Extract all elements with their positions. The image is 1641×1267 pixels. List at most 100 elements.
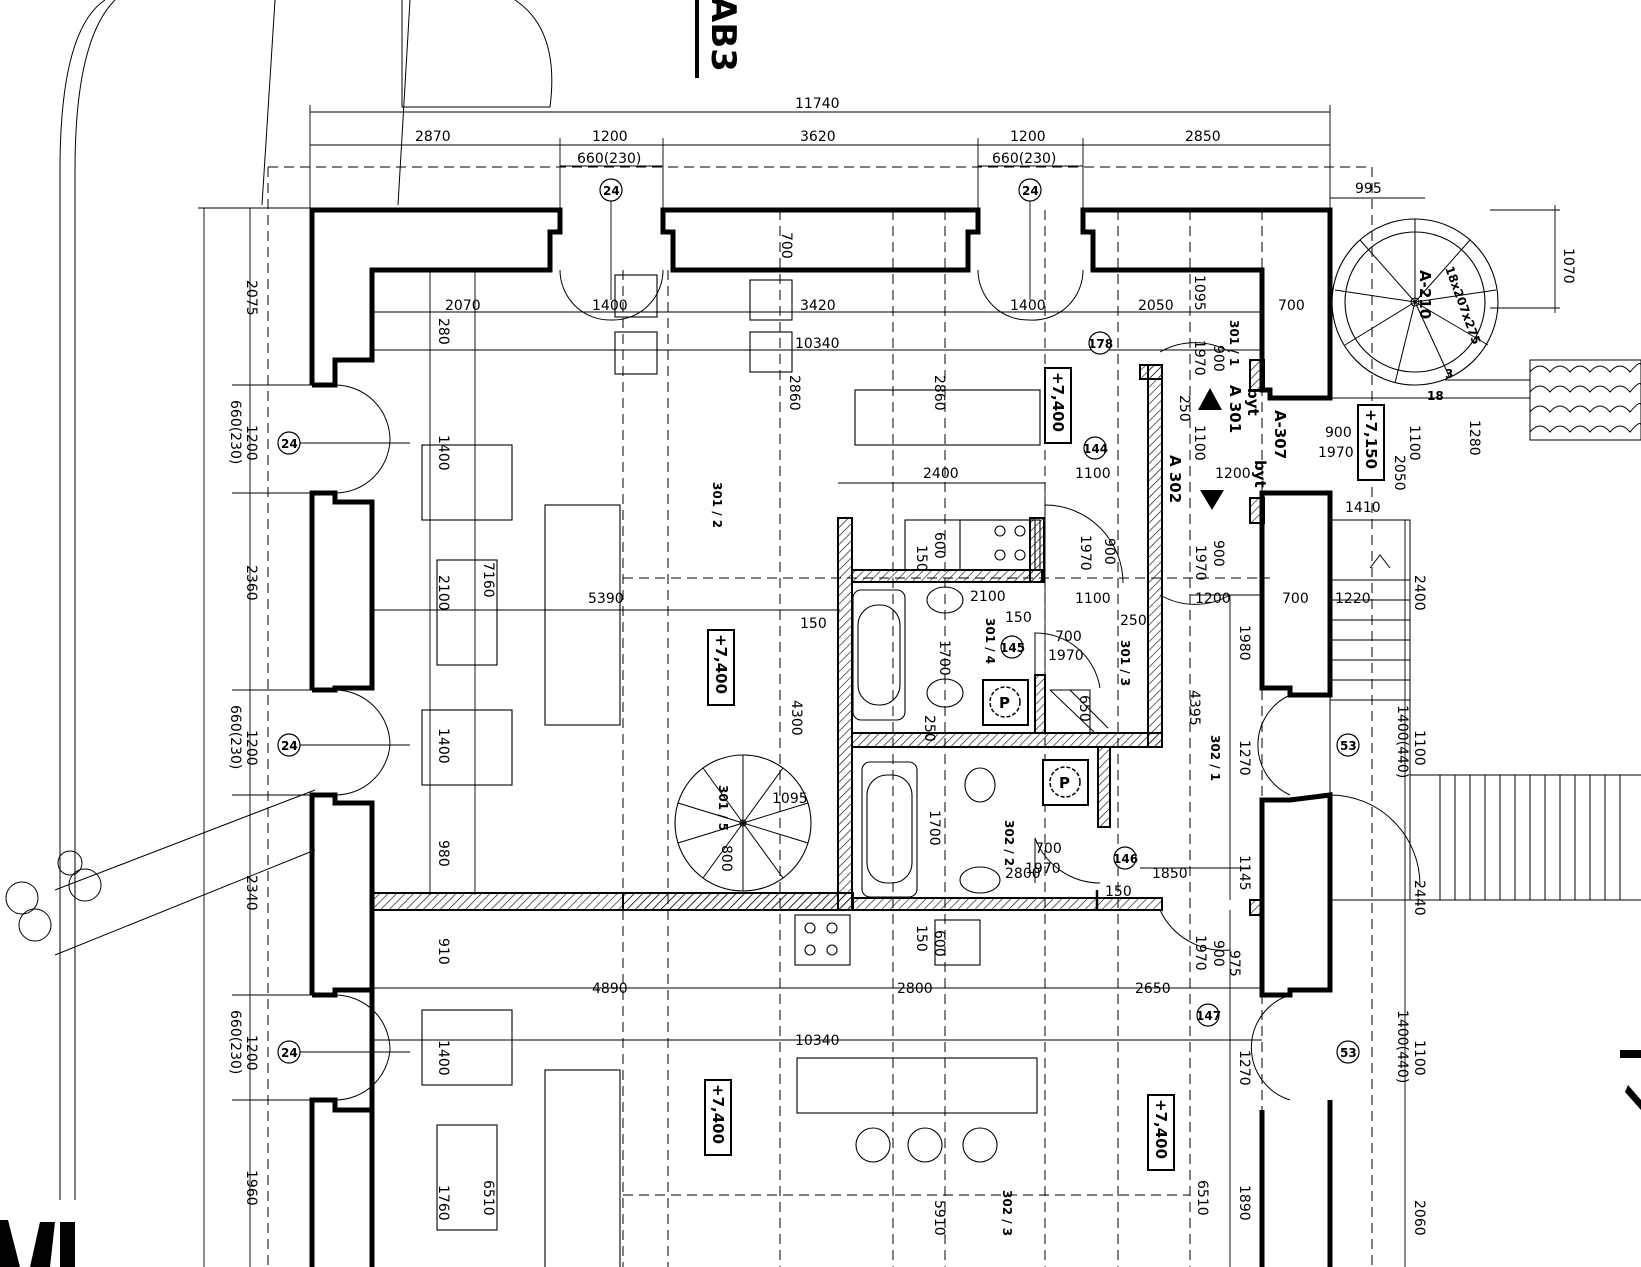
shaft-symbols: P P [982, 679, 1109, 806]
dim-1700-b: 1700 [926, 810, 942, 846]
sheet-code-label: AB3 [703, 0, 743, 72]
dim-3420: 3420 [800, 298, 836, 314]
level-marker-3: +7,150 [1362, 409, 1380, 469]
element-tags: 53 53 178 144 145 146 147 [1000, 331, 1360, 1064]
apartment-a301: A 301 [1226, 385, 1244, 433]
dim-1270-a: 1270 [1236, 740, 1252, 776]
dim-1850: 1850 [1152, 866, 1188, 882]
dim-250-b: 250 [921, 715, 937, 742]
dim-2050-b: 2050 [1391, 455, 1407, 491]
dim-total-width: 11740 [795, 96, 840, 112]
room-301-5: 301 / 5 [716, 785, 730, 831]
sheet-fragment [0, 1050, 1641, 1267]
dim-2860-a: 2860 [786, 375, 802, 411]
shaft-symbol-p2: P [1059, 774, 1070, 792]
window-tag-24-c: 24 [281, 437, 298, 451]
dim-1970-d: 1970 [1192, 935, 1208, 971]
dim-left-2340: 2340 [243, 875, 259, 911]
dim-2100-b: 2100 [970, 589, 1006, 605]
dim-150-b: 150 [913, 545, 929, 572]
dim-900-e: 900 [1210, 540, 1226, 567]
tree-symbol [5, 850, 102, 942]
doors [1034, 342, 1231, 951]
exterior-walls [309, 207, 1333, 1267]
room-302-1: 302 / 1 [1208, 735, 1222, 781]
window-tag-53-b: 53 [1340, 1046, 1357, 1060]
dim-left-1960: 1960 [243, 1170, 259, 1206]
sheet-code: AB3 [695, 0, 743, 78]
dim-700-c: 700 [1055, 629, 1082, 645]
exterior-stairs [1329, 519, 1641, 901]
window-tag-24-b: 24 [1022, 184, 1039, 198]
dim-1100-a: 1100 [1075, 466, 1111, 482]
dim-2800-b: 2800 [897, 981, 933, 997]
dim-segment-4: 1200 [1010, 129, 1046, 145]
level-markers: +7,400 +7,400 +7,150 +7,400 +7,400 [704, 367, 1385, 1171]
dim-2400-b: 2400 [1411, 575, 1427, 611]
dim-2400: 2400 [923, 466, 959, 482]
dim-1100-d: 1100 [1411, 730, 1427, 766]
shaft-symbol-p1: P [999, 694, 1010, 712]
door-tag-144: 144 [1083, 442, 1108, 456]
dim-segment-3: 3620 [800, 129, 836, 145]
dim-2050: 2050 [1138, 298, 1174, 314]
bathtub-302 [861, 761, 918, 898]
dim-975: 975 [1226, 950, 1242, 977]
dim-700-d: 700 [1035, 841, 1062, 857]
stair-step-3: 3 [1445, 367, 1453, 381]
dim-910: 910 [435, 938, 451, 965]
stair-step-18: 18 [1427, 389, 1444, 403]
stair-spec: 18x207x275 [1442, 264, 1483, 346]
dim-5910: 5910 [931, 1200, 947, 1236]
dim-1095-b: 1095 [772, 791, 808, 807]
dim-1220: 1220 [1335, 591, 1371, 607]
dim-700-b: 700 [1282, 591, 1309, 607]
dim-left-1200-a: 1200 [243, 425, 259, 461]
dim-2800-a: 2800 [1005, 866, 1041, 882]
dim-10340-b: 10340 [795, 1033, 840, 1049]
dim-700-top: 700 [778, 232, 794, 259]
dim-left-2360: 2360 [243, 565, 259, 601]
dim-1760: 1760 [435, 1185, 451, 1221]
dim-10340-a: 10340 [795, 336, 840, 352]
dim-650: 650 [1076, 695, 1092, 722]
room-labels: 301 / 1 301 / 2 301 / 3 301 / 4 301 / 5 … [710, 320, 1241, 1236]
dim-window-1: 660(230) [577, 151, 641, 167]
dim-1400-a: 1400 [592, 298, 628, 314]
dim-250-a: 250 [1120, 613, 1147, 629]
dim-1400-c: 1400 [435, 435, 451, 471]
dim-1410: 1410 [1345, 500, 1381, 516]
dim-980: 980 [435, 840, 451, 867]
furniture [421, 274, 1041, 1267]
dim-900-d: 900 [1325, 425, 1352, 441]
dim-1095: 1095 [1191, 275, 1207, 311]
dim-1100-c: 1100 [1075, 591, 1111, 607]
dim-left-2075: 2075 [243, 280, 259, 316]
dim-left-660-c: 660(230) [227, 1010, 243, 1074]
dim-2060: 2060 [1411, 1200, 1427, 1236]
dim-2070: 2070 [445, 298, 481, 314]
level-marker-1: +7,400 [1049, 372, 1067, 432]
apartment-a307: A-307 [1271, 410, 1289, 459]
room-301-2: 301 / 2 [710, 482, 724, 528]
dim-2440: 2440 [1411, 880, 1427, 916]
dim-1200-a: 1200 [1195, 591, 1231, 607]
interior-walls [371, 359, 1265, 916]
dim-2650: 2650 [1135, 981, 1171, 997]
dim-1145: 1145 [1236, 855, 1252, 891]
dim-2860-b: 2860 [931, 375, 947, 411]
window-tag-24-a: 24 [603, 184, 620, 198]
dim-900-a: 900 [1101, 538, 1117, 565]
dim-1270-b: 1270 [1236, 1050, 1252, 1086]
dim-left-1200-c: 1200 [243, 1035, 259, 1071]
dim-1400-e: 1400 [435, 1040, 451, 1076]
dim-stair-offset: 995 [1355, 181, 1382, 197]
apartment-label-byt-2: byt [1251, 460, 1269, 488]
bathtub-301 [852, 589, 906, 721]
apartment-markers: A 301 A 302 byt byt A-307 A-210 18x207x2… [1166, 264, 1483, 510]
dim-150-c: 150 [1005, 610, 1032, 626]
dim-4890: 4890 [592, 981, 628, 997]
dim-1100-e: 1100 [1411, 1040, 1427, 1076]
dim-1400-b: 1400 [1010, 298, 1046, 314]
